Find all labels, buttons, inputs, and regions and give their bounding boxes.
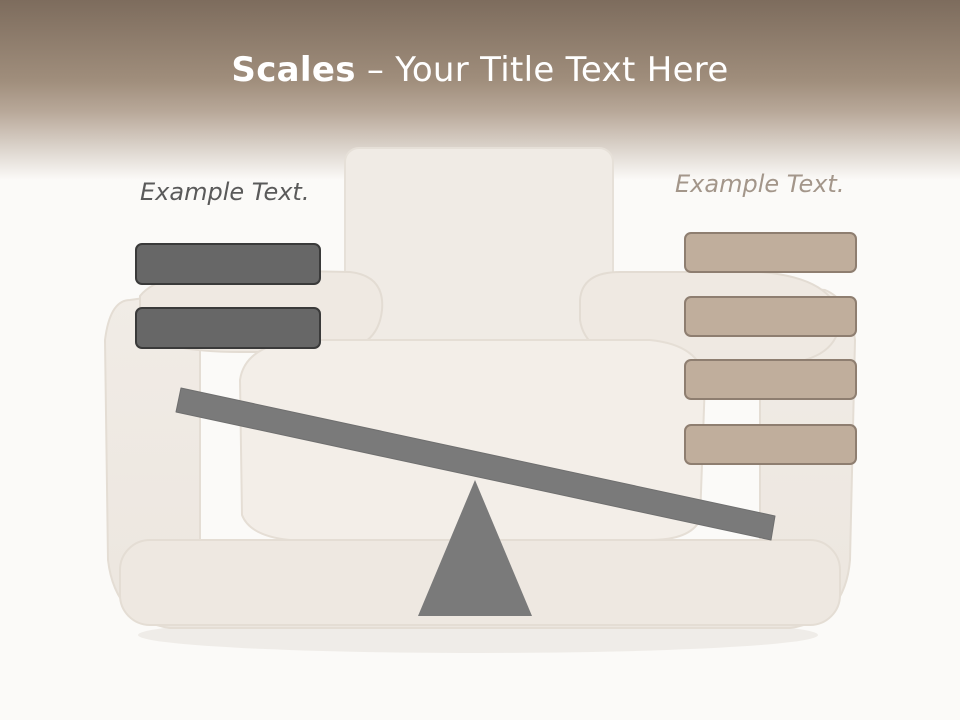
title-rest: – Your Title Text Here — [355, 50, 729, 90]
right-weight-block-1 — [684, 232, 857, 273]
right-weight-block-4 — [684, 424, 857, 465]
right-weight-block-3 — [684, 359, 857, 400]
scale-beam — [175, 387, 776, 541]
scale-fulcrum — [418, 480, 532, 616]
right-weight-block-2 — [684, 296, 857, 337]
slide-title: Scales – Your Title Text Here — [0, 50, 960, 90]
title-strong: Scales — [231, 50, 356, 90]
left-caption: Example Text. — [140, 178, 310, 206]
left-weight-block-1 — [135, 243, 321, 285]
left-weight-block-2 — [135, 307, 321, 349]
right-caption: Example Text. — [675, 170, 845, 198]
